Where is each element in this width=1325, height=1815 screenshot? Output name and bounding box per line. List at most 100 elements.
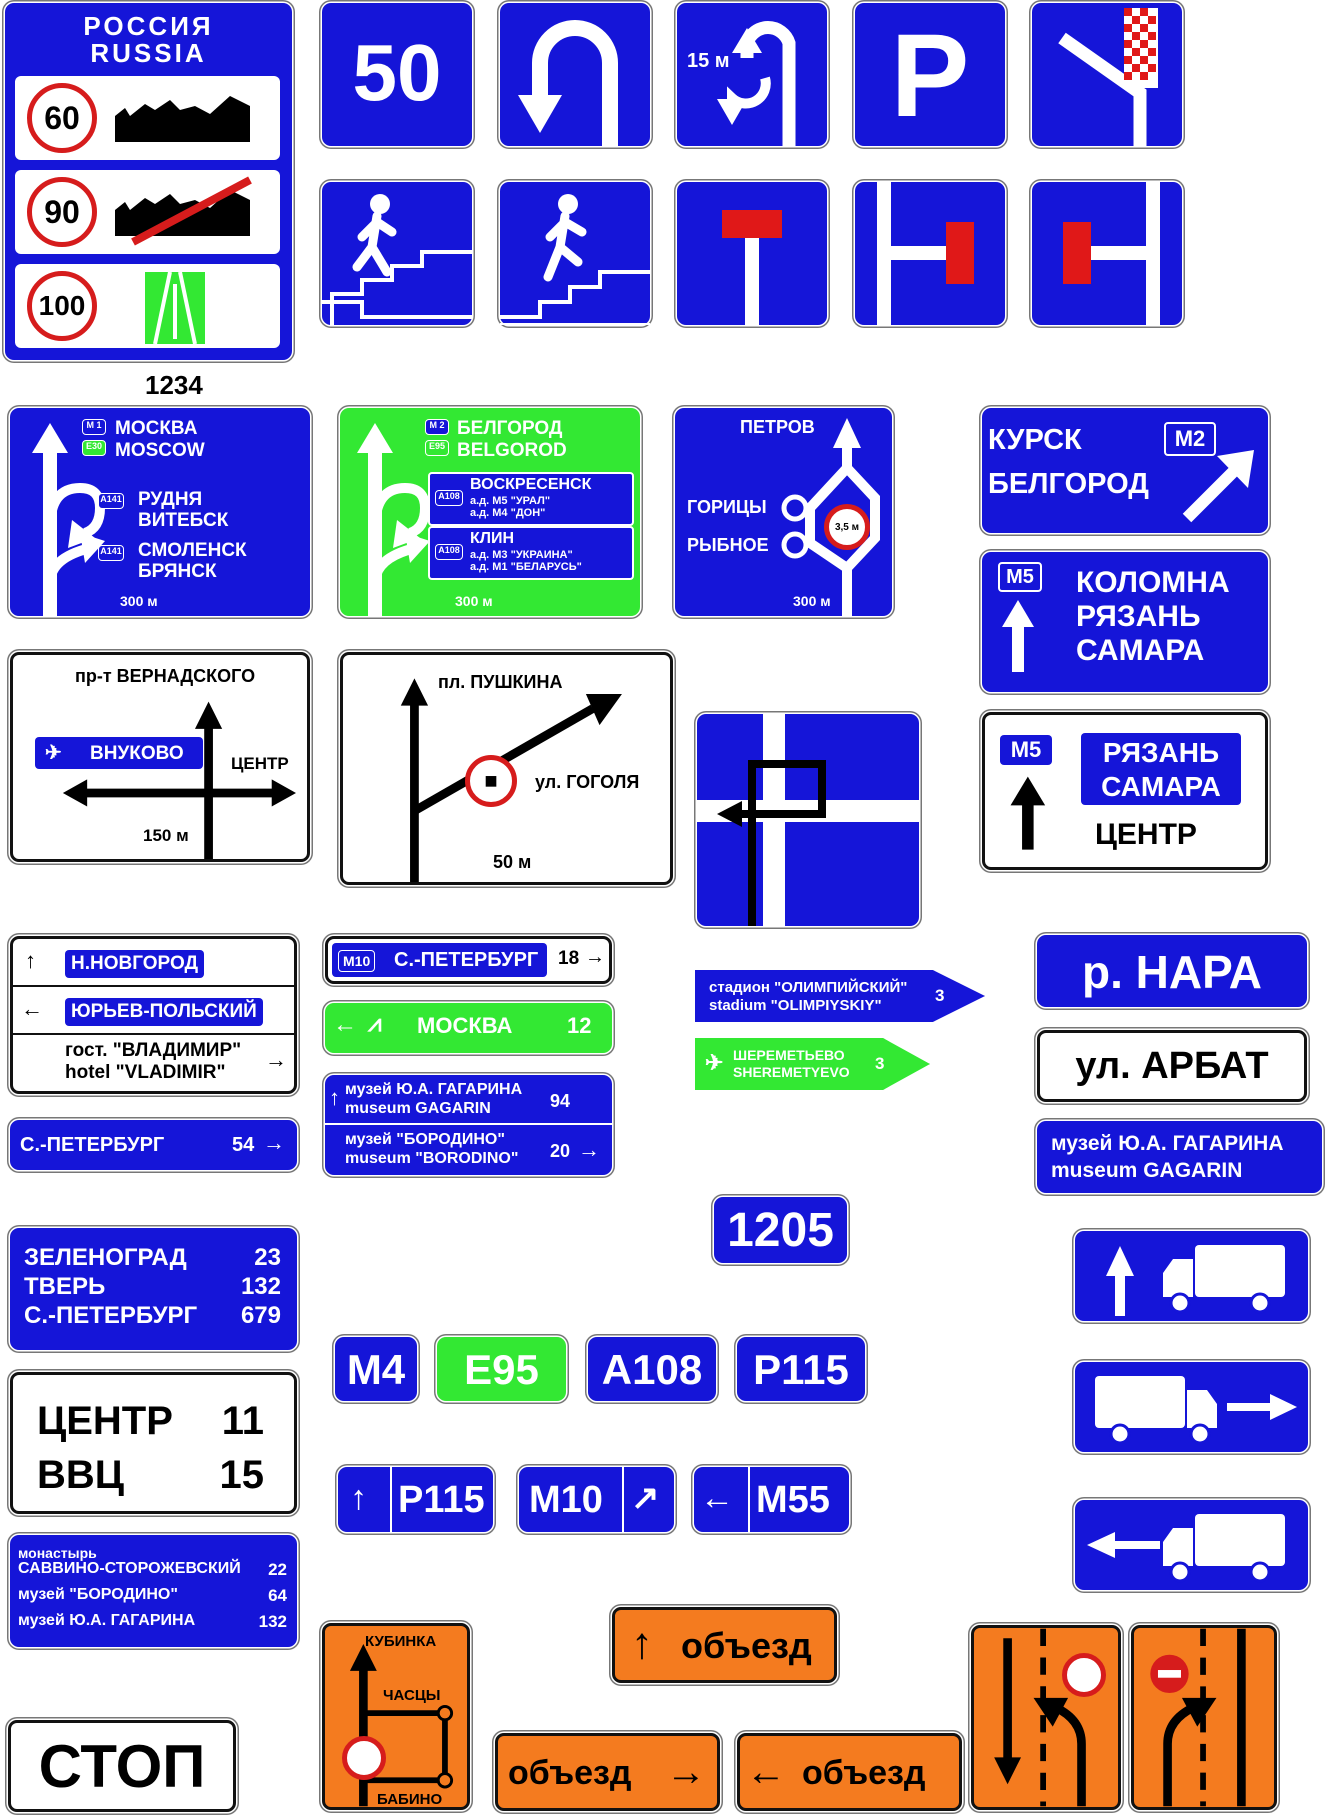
arrow-up-right-icon — [1182, 450, 1254, 523]
road-number: M55 — [756, 1479, 830, 1521]
destination: РЫБНОЕ — [687, 535, 769, 555]
road-number-direction-m55: ← M55 — [694, 1467, 849, 1532]
direction-list-sign: ↑ Н.НОВГОРОД ← ЮРЬЕВ-ПОЛЬСКИЙ гост. "ВЛА… — [10, 936, 297, 1094]
hotel-name-ru: гост. "ВЛАДИМИР" — [65, 1040, 242, 1061]
destination: САМАРА — [1076, 634, 1205, 667]
divider — [622, 1467, 624, 1532]
road-number-direction-p115: ↑ P115 — [338, 1467, 493, 1532]
destination: КОЛОМНА — [1076, 566, 1230, 599]
pointer-airport-sign: ✈ ШЕРЕМЕТЬЕВО SHEREMETYEVO 3 — [695, 1038, 930, 1090]
route-code: M 1 — [82, 419, 106, 435]
arrow-left-icon: ← — [21, 996, 43, 1021]
destination: БРЯНСК — [138, 561, 217, 582]
distance: 3 — [935, 986, 945, 1005]
escape-lane-icon — [1058, 8, 1158, 146]
airplane-icon: ✈ — [705, 1050, 724, 1075]
truck-lane-left-sign — [1075, 1500, 1308, 1590]
truck-up-icon — [1106, 1245, 1285, 1316]
route-code: M2 — [1164, 422, 1216, 456]
truck-left-icon — [1087, 1514, 1285, 1583]
destination: ЗЕЛЕНОГРАД — [24, 1244, 187, 1271]
advance-direction-moscow: M 1 E30 МОСКВА MOSCOW A141 РУДНЯ ВИТЕБСК… — [10, 408, 310, 616]
arrow-right-icon: → — [265, 1047, 287, 1072]
route-code: M5 — [998, 562, 1042, 592]
arrow-up-icon: ↑ — [350, 1479, 367, 1517]
scheme-vernadsky-sign: пр-т ВЕРНАДСКОГО ✈ ВНУКОВО ЦЕНТР 150 м — [10, 652, 310, 862]
distance-spb-sign: M10 С.-ПЕТЕРБУРГ 18 → — [325, 936, 612, 984]
detour-label: объезд — [508, 1754, 632, 1792]
crossroads-icon — [62, 701, 296, 859]
turn-left-u-icon — [717, 21, 796, 146]
distance: 50 м — [493, 852, 532, 872]
traffic-scheme-sign — [697, 714, 919, 926]
limit-panel-town: 60 — [15, 76, 280, 160]
truck-lane-right-sign — [1075, 1362, 1308, 1452]
dead-end-sign — [677, 182, 827, 325]
arrow-up-icon: ↑ — [329, 1085, 340, 1110]
destination: СМОЛЕНСК — [138, 540, 247, 561]
distance-moscow-sign: ← ⩘ МОСКВА 12 — [325, 1003, 612, 1053]
list-row: ↑ музей Ю.А. ГАГАРИНА museum GAGARIN 94 — [325, 1075, 612, 1125]
destination: ЧАСЦЫ — [383, 1687, 441, 1704]
distance: 22 — [268, 1560, 287, 1579]
distance: 300 м — [120, 593, 158, 609]
museum-name: музей Ю.А. ГАГАРИНА — [345, 1081, 523, 1098]
dead-end-right-sign — [855, 182, 1005, 325]
destination: КЛИН — [470, 530, 515, 547]
destination: БАБИНО — [377, 1791, 443, 1808]
pedestrian-down-icon — [322, 194, 472, 325]
lane-merge-icon — [1150, 1628, 1246, 1807]
limit-panel-town-end: 90 — [15, 170, 280, 254]
pedestrian-up-icon — [500, 194, 650, 325]
detour-left-sign: ← объезд — [737, 1733, 962, 1811]
lane-closed-sign — [971, 1625, 1121, 1810]
road-number: P115 — [398, 1479, 485, 1521]
arrow-up-icon — [1010, 776, 1046, 850]
destination: МОСКВА — [115, 418, 198, 439]
dead-end-left-sign — [1032, 182, 1182, 325]
junction-scheme-icon — [781, 418, 880, 616]
arrow-right-icon: → — [666, 1750, 706, 1794]
detour-scheme-sign: КУБИНКА ЧАСЦЫ БАБИНО — [322, 1623, 470, 1810]
arrow-right-icon: → — [585, 946, 605, 968]
stop-label: СТОП — [38, 1733, 206, 1800]
destination: BELGOROD — [457, 440, 567, 461]
direction-ryazan-sign: M5 РЯЗАНЬ САМАРА ЦЕНТР — [982, 712, 1268, 870]
destination: ПЕТРОВ — [740, 417, 815, 437]
airport-name: ШЕРЕМЕТЬЕВО — [733, 1047, 845, 1063]
dead-end-right-icon — [877, 182, 974, 325]
distance: 150 м — [143, 826, 189, 845]
airport-box: ✈ ВНУКОВО — [35, 737, 203, 769]
distance: 23 — [254, 1244, 281, 1271]
detour-route-icon — [349, 1644, 454, 1807]
destination-box: РЯЗАНЬ САМАРА — [1081, 733, 1241, 805]
distance: 11 — [221, 1399, 264, 1443]
object-name-ru: стадион "ОЛИМПИЙСКИЙ" — [709, 979, 908, 996]
distance: 18 — [558, 948, 580, 969]
lane-arrows-icon — [357, 423, 431, 616]
distance-table-blue: ЗЕЛЕНОГРАД 23 ТВЕРЬ 132 С.-ПЕТЕРБУРГ 679 — [10, 1228, 297, 1350]
distance: 300 м — [455, 593, 493, 609]
arrow-left-icon: ← — [746, 1750, 786, 1794]
route-code: E30 — [82, 440, 106, 456]
no-trucks-circle: ■ — [465, 755, 517, 807]
destination: КУБИНКА — [365, 1633, 437, 1650]
speed-limit-60: 60 — [27, 83, 97, 153]
distance: 679 — [240, 1302, 281, 1329]
lane-no-entry-sign — [1131, 1625, 1277, 1810]
russia-title-en: RUSSIA — [90, 38, 207, 68]
arrow-up-icon: ↑ — [25, 948, 36, 973]
detour-label: объезд — [681, 1625, 812, 1666]
distance: 94 — [550, 1091, 571, 1111]
escape-lane-sign — [1032, 3, 1182, 146]
road-number-e95: E95 — [437, 1337, 566, 1401]
distance: 132 — [258, 1612, 287, 1631]
pointer-stadium-sign: стадион "ОЛИМПИЙСКИЙ" stadium "OLIMPIYSK… — [695, 970, 985, 1022]
advance-direction-petrov: 3,5 м ПЕТРОВ ГОРИЦЫ РЫБНОЕ 300 м — [675, 408, 892, 616]
detour-up-sign: ↑ объезд — [612, 1607, 837, 1683]
divider — [748, 1467, 750, 1532]
destination: ВОСКРЕСЕНСК — [470, 476, 592, 493]
destination: С.-ПЕТЕРБУРГ — [24, 1302, 198, 1329]
hotel-name-en: hotel "VLADIMIR" — [65, 1062, 226, 1083]
airport-name: SHEREMETYEVO — [733, 1064, 850, 1080]
